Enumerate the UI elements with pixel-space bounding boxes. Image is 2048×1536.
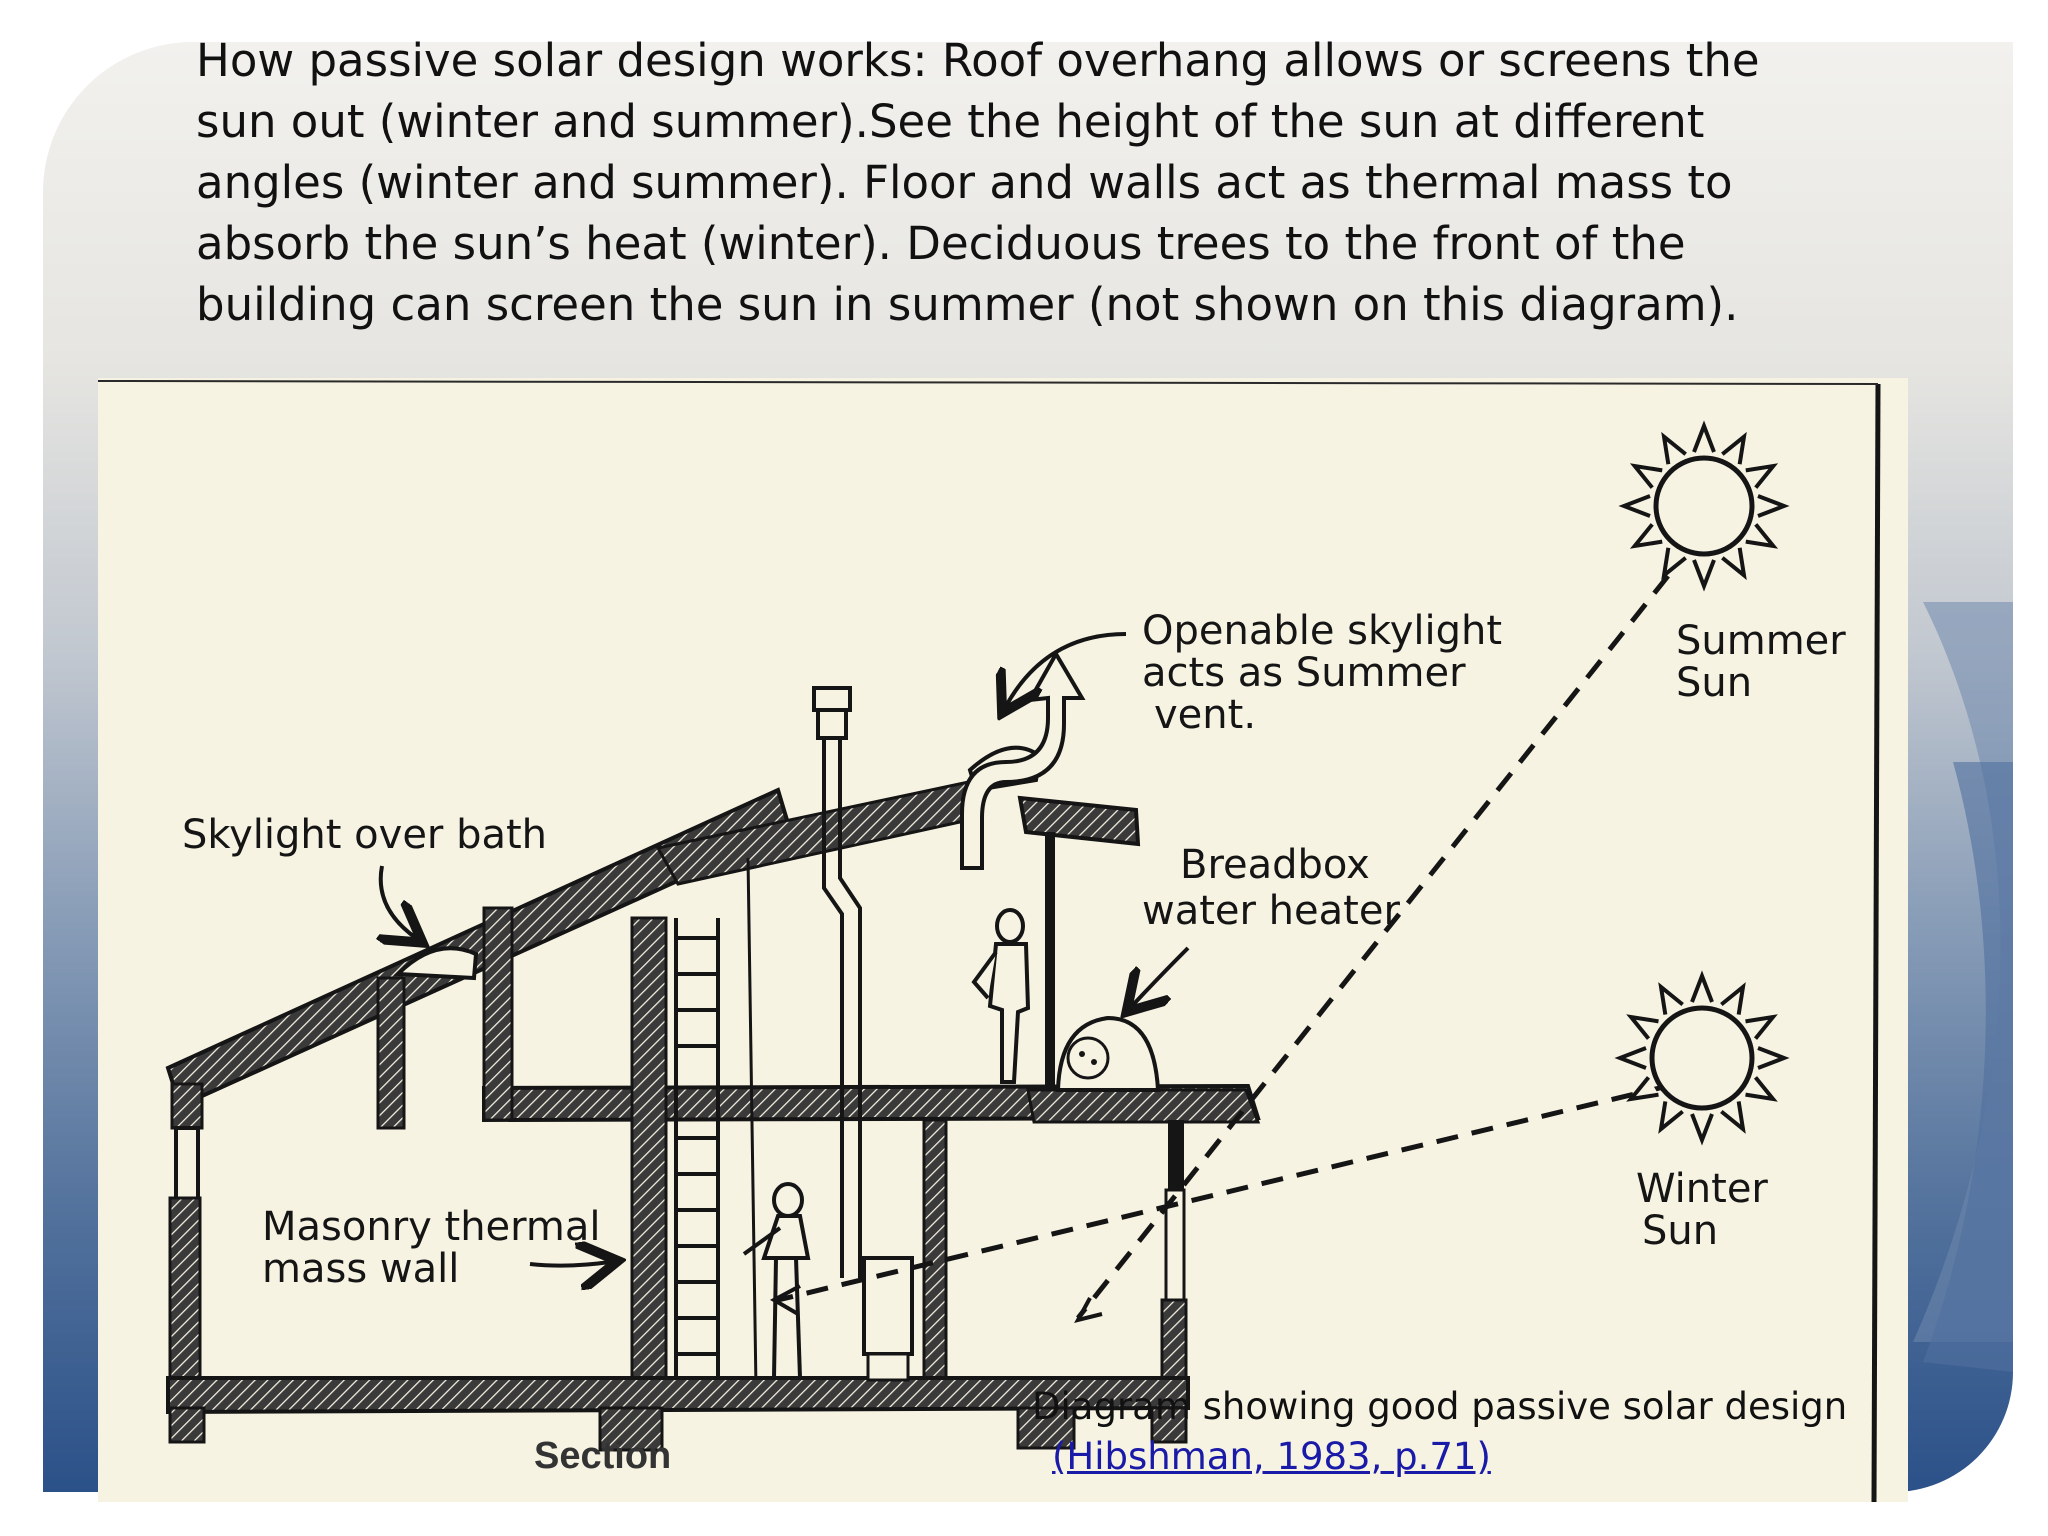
winter-sun-icon	[1614, 970, 1790, 1146]
source-description: Diagram showing good passive solar desig…	[1032, 1385, 1848, 1428]
caption-text: How passive solar design works: Roof ove…	[196, 30, 1836, 335]
skylight-bath-arrow	[381, 865, 416, 938]
label-openable-skylight-line2: acts as Summer	[1142, 650, 1466, 696]
standing-person-icon	[971, 908, 1031, 1084]
label-winter-sun-line1: Winter	[1636, 1166, 1768, 1212]
openable-skylight-arrow	[1006, 632, 1127, 706]
label-breadbox-line1: Breadbox	[1180, 842, 1370, 888]
label-openable-skylight-line1: Openable skylight	[1142, 608, 1502, 654]
background-swoosh	[1913, 602, 2013, 1372]
house-section	[165, 778, 1261, 1452]
figure-border	[1871, 383, 1881, 1502]
caption-line: building can screen the sun in summer (n…	[196, 278, 1739, 331]
winter-sun-ray	[769, 1083, 1669, 1316]
passive-solar-section-figure: Skylight over bath Openable skylight act…	[98, 378, 1908, 1502]
breadbox-arrow	[1132, 946, 1190, 1006]
vent-airflow-arrow	[960, 650, 1086, 870]
label-masonry-line2: mass wall	[262, 1246, 459, 1292]
label-openable-skylight-line3: vent.	[1154, 692, 1256, 738]
ladder-icon	[674, 918, 720, 1378]
caption-line: absorb the sun’s heat (winter). Deciduou…	[196, 217, 1686, 270]
bath-skylight	[393, 946, 479, 981]
label-summer-sun-line1: Summer	[1676, 618, 1846, 664]
breadbox-water-heater	[1055, 1015, 1161, 1092]
woman-figure-icon	[742, 1182, 811, 1379]
label-breadbox-line2: water heater	[1142, 888, 1400, 934]
chimney-icon	[812, 686, 914, 1382]
masonry-wall-arrow	[529, 1262, 610, 1266]
summer-sun-ray	[1074, 574, 1670, 1324]
label-skylight-over-bath: Skylight over bath	[182, 812, 547, 858]
caption-line: How passive solar design works: Roof ove…	[196, 34, 1760, 87]
source-credit-link[interactable]: (Hibshman, 1983, p.71)	[1052, 1435, 1491, 1478]
label-winter-sun-line2: Sun	[1642, 1208, 1718, 1254]
figure-source-note: Diagram showing good passive solar desig…	[1032, 1382, 1847, 1482]
passive-solar-section-drawing: Skylight over bath Openable skylight act…	[98, 380, 1881, 1502]
summer-sun-icon	[1618, 420, 1790, 592]
label-summer-sun-line2: Sun	[1676, 660, 1752, 706]
caption-line: angles (winter and summer). Floor and wa…	[196, 156, 1733, 209]
caption-line: sun out (winter and summer).See the heig…	[196, 95, 1705, 148]
label-section: Section	[534, 1435, 671, 1477]
label-masonry-line1: Masonry thermal	[262, 1204, 601, 1250]
